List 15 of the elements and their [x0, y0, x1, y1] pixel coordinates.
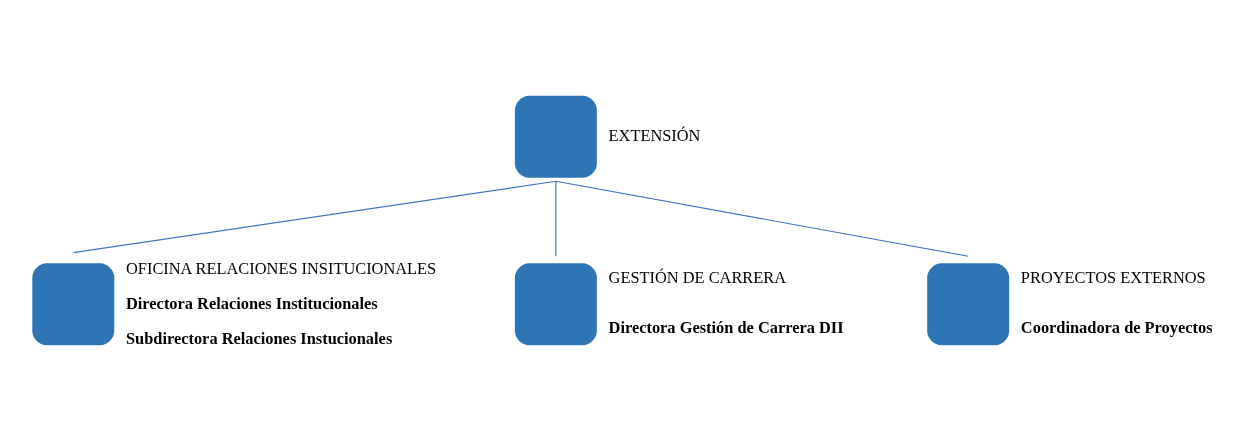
node-box: [32, 263, 115, 346]
node-label: PROYECTOS EXTERNOS: [1020, 268, 1206, 288]
node-label: GESTIÓN DE CARRERA: [608, 268, 786, 288]
node-label: Directora Gestión de Carrera DII: [608, 317, 844, 337]
node-label: Coordinadora de Proyectos: [1020, 317, 1213, 337]
node-label: OFICINA RELACIONES INSITUCIONALES: [126, 259, 437, 279]
node-box: [514, 263, 597, 346]
connector: [555, 180, 969, 257]
connector: [555, 180, 557, 257]
node-label: Directora Relaciones Institucionales: [126, 294, 378, 314]
node-box: [927, 263, 1010, 346]
connector: [72, 180, 557, 254]
node-label: EXTENSIÓN: [608, 126, 701, 146]
node-label: Subdirectora Relaciones Instucionales: [126, 328, 393, 348]
node-box: [514, 95, 597, 178]
